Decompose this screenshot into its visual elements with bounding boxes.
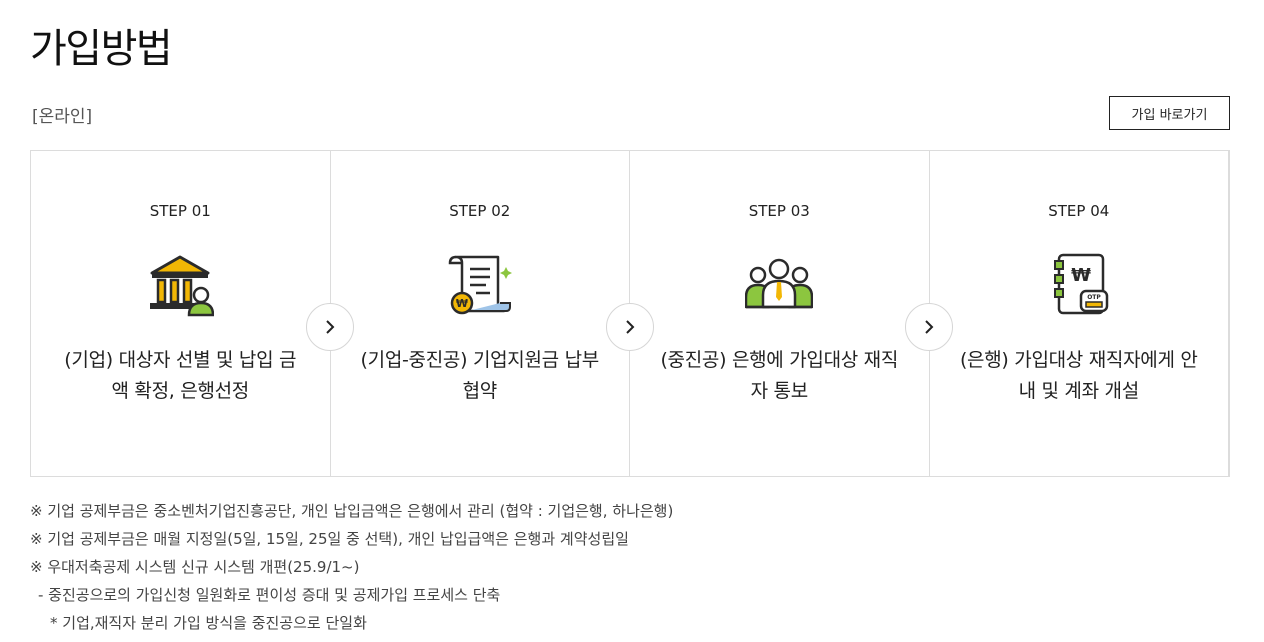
bank-icon: [150, 255, 215, 317]
step-label: STEP 02: [449, 202, 511, 220]
svg-text:₩: ₩: [456, 297, 468, 310]
section-subtitle: [온라인]: [32, 107, 93, 127]
next-step-arrow: [306, 303, 354, 351]
step-card-2: STEP 02 ₩ (기업-중진공) 기업지원금 납부 협약: [331, 151, 630, 476]
people-group-icon: [745, 258, 814, 309]
chevron-right-icon: [326, 320, 335, 334]
step-label: STEP 01: [149, 202, 211, 220]
page-title: 가입방법: [30, 26, 173, 72]
step-card-4: STEP 04 ₩ OTP (은행) 가입대상 재직자에게 안내 및 계좌 개설: [930, 151, 1229, 476]
note-item: ※ 기업 공제부금은 중소벤처기업진흥공단, 개인 납입금액은 은행에서 관리 …: [30, 502, 674, 520]
next-step-arrow: [905, 303, 953, 351]
notes-section: ※ 기업 공제부금은 중소벤처기업진흥공단, 개인 납입금액은 은행에서 관리 …: [30, 497, 1230, 637]
chevron-right-icon: [626, 320, 635, 334]
svg-text:₩: ₩: [1071, 265, 1091, 286]
note-item: ※ 기업 공제부금은 매월 지정일(5일, 15일, 25일 중 선택), 개인…: [30, 530, 629, 548]
chevron-right-icon: [925, 320, 934, 334]
step-card-3: STEP 03 (중진공) 은행에 가입대상 재직자 통보: [630, 151, 930, 476]
step-card-1: STEP 01 (기업) 대상자 선별 및 납입 금액 확정, 은행선정: [31, 151, 331, 476]
bankbook-otp-icon: ₩ OTP: [1053, 253, 1108, 315]
svg-text:OTP: OTP: [1087, 294, 1101, 301]
step-description: (기업-중진공) 기업지원금 납부 협약: [360, 349, 600, 402]
note-subitem: * 기업,재직자 분리 가입 방식을 중진공으로 단일화: [50, 614, 367, 632]
note-item: ※ 우대저축공제 시스템 신규 시스템 개편(25.9/1~): [30, 558, 360, 576]
note-subitem: - 중진공으로의 가입신청 일원화로 편이성 증대 및 공제가입 프로세스 단축: [38, 586, 501, 604]
join-shortcut-button[interactable]: 가입 바로가기: [1109, 96, 1230, 130]
step-label: STEP 03: [748, 202, 810, 220]
step-description: (중진공) 은행에 가입대상 재직자 통보: [660, 349, 899, 402]
contract-scroll-icon: ₩: [448, 255, 512, 315]
next-step-arrow: [606, 303, 654, 351]
step-list: STEP 01 (기업) 대상자 선별 및 납입 금액 확정, 은행선정 STE…: [30, 150, 1230, 477]
step-label: STEP 04: [1048, 202, 1110, 220]
step-description: (은행) 가입대상 재직자에게 안내 및 계좌 개설: [959, 349, 1198, 402]
step-description: (기업) 대상자 선별 및 납입 금액 확정, 은행선정: [64, 349, 297, 402]
